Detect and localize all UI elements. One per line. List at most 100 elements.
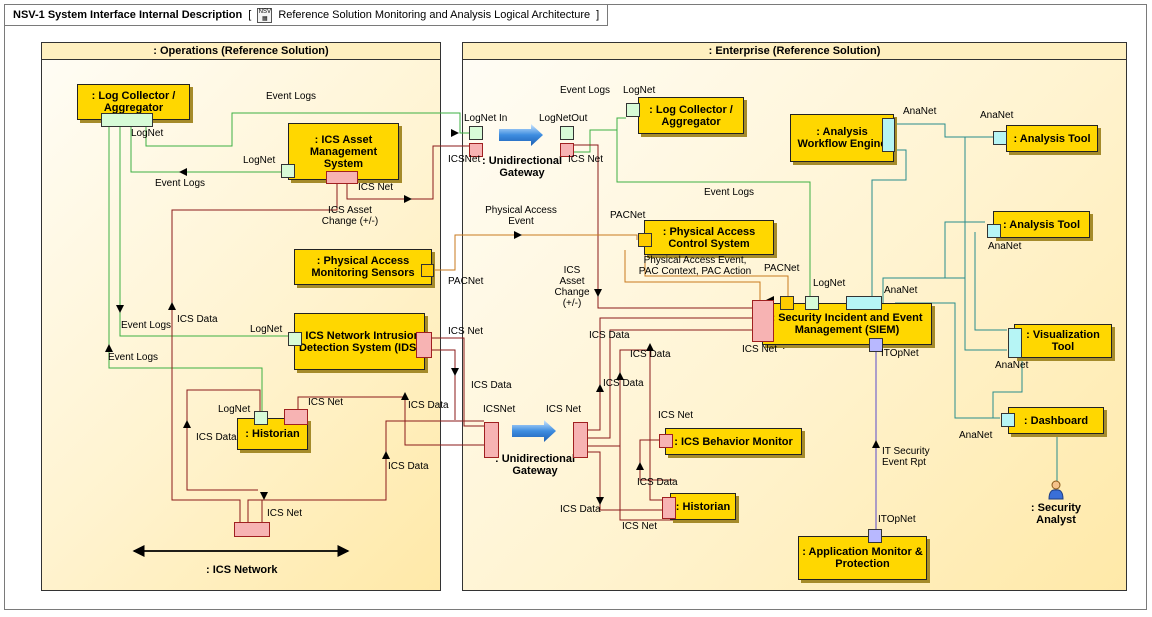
label-lognet-6: LogNet — [813, 278, 846, 289]
pam-sensors-block[interactable]: : Physical Access Monitoring Sensors — [294, 249, 432, 285]
label-lognet-3: LogNet — [250, 324, 283, 335]
label-ics-net-1: ICS Net — [358, 182, 394, 193]
label-pacnet-1: PACNet — [448, 276, 484, 287]
analysis-workflow-block[interactable]: : Analysis Workflow Engine — [790, 114, 894, 162]
siem-block[interactable]: : Security Incident and Event Management… — [762, 303, 932, 345]
label-itopnet-2: ITOpNet — [878, 514, 916, 525]
label-ics-net-4: ICS Net — [267, 508, 303, 519]
label-ananet-2: AnaNet — [980, 110, 1014, 121]
port-historian-ops-icsnet[interactable] — [284, 409, 308, 425]
log-collector-ent-block[interactable]: : Log Collector / Aggregator — [638, 97, 744, 134]
enterprise-pool-title: : Enterprise (Reference Solution) — [463, 43, 1126, 60]
port-dashboard-ananet[interactable] — [1001, 413, 1015, 427]
label-ics-data-5: ICS Data — [388, 461, 429, 472]
port-siem-itopnet[interactable] — [869, 338, 883, 352]
label-ananet-1: AnaNet — [903, 106, 937, 117]
label-ananet-3: AnaNet — [988, 241, 1022, 252]
label-ananet-6: AnaNet — [959, 430, 993, 441]
label-ics-net-8: ICS Net — [658, 410, 694, 421]
gateway-bottom-label[interactable]: : Unidirectional Gateway — [494, 453, 576, 477]
port-gw2-icsnet-out[interactable] — [573, 422, 588, 458]
port-asset-lognet[interactable] — [281, 164, 295, 178]
label-event-logs-2: Event Logs — [155, 178, 206, 189]
pac-wires — [435, 234, 789, 300]
port-workflow-ananet[interactable] — [882, 118, 895, 152]
analysis-tool-2-block[interactable]: : Analysis Tool — [993, 211, 1090, 238]
label-ics-net-3: ICS Net — [308, 397, 344, 408]
label-event-logs-3: Event Logs — [121, 320, 172, 331]
flow-arrowheads — [105, 129, 880, 505]
app-monitor-block[interactable]: : Application Monitor & Protection — [798, 536, 927, 580]
port-gw-lognet-in[interactable] — [469, 126, 483, 140]
label-ics-net-6: ICS Net — [742, 344, 778, 355]
port-tool1-ananet[interactable] — [993, 131, 1007, 145]
label-ics-data-4: ICS Data — [196, 432, 237, 443]
port-siem-lognet[interactable] — [805, 296, 819, 310]
label-ics-asset-change-2: ICS Asset Change (+/-) — [554, 265, 590, 309]
label-lognet-4: LogNet — [218, 404, 251, 415]
security-analyst-label[interactable]: : Security Analyst — [1030, 502, 1082, 526]
gateway-top-arrow-icon — [499, 124, 543, 146]
historian-ent-block[interactable]: : Historian — [670, 493, 736, 520]
bracket-open: [ — [248, 9, 252, 21]
label-lognet-in: LogNet In — [464, 113, 508, 124]
label-ananet-4: AnaNet — [884, 285, 918, 296]
dashboard-block[interactable]: : Dashboard — [1008, 407, 1104, 434]
label-event-logs-6: Event Logs — [704, 187, 755, 198]
analysis-tool-1-block[interactable]: : Analysis Tool — [1006, 125, 1098, 152]
port-pac-pacnet[interactable] — [638, 233, 652, 247]
gateway-bottom-arrow-icon — [512, 420, 556, 442]
label-ics-net-2: ICS Net — [448, 326, 484, 337]
port-siem-pacnet[interactable] — [780, 296, 794, 310]
port-siem-ananet[interactable] — [846, 296, 882, 310]
port-siem-icsnet[interactable] — [752, 300, 774, 342]
ics-ids-block[interactable]: : ICS Network Intrusion Detection System… — [294, 313, 425, 370]
port-ids-lognet[interactable] — [288, 332, 302, 346]
port-pam-pacnet[interactable] — [421, 264, 434, 277]
port-historian-ops-lognet[interactable] — [254, 411, 268, 425]
label-ics-net-9: ICS Net — [622, 521, 658, 532]
port-appmon-itopnet[interactable] — [868, 529, 882, 543]
visualization-block[interactable]: : Visualization Tool — [1014, 324, 1112, 358]
diagram-tab[interactable]: NSV-1 System Interface Internal Descript… — [4, 4, 609, 26]
port-visualization-ananet[interactable] — [1008, 328, 1022, 358]
port-historian-ent-icsnet[interactable] — [662, 497, 676, 519]
port-ics-network[interactable] — [234, 522, 270, 537]
label-event-logs-5: Event Logs — [560, 85, 611, 96]
port-tool2-ananet[interactable] — [987, 224, 1001, 238]
label-ics-data-3: ICS Data — [408, 400, 449, 411]
port-ids-icsnet[interactable] — [416, 332, 432, 358]
label-ics-data-1: ICS Data — [177, 314, 218, 325]
ics-wires — [171, 144, 752, 522]
diagram-subtitle: Reference Solution Monitoring and Analys… — [278, 9, 591, 21]
port-gw-lognet-out[interactable] — [560, 126, 574, 140]
label-ics-data-2: ICS Data — [471, 380, 512, 391]
operations-pool-title: : Operations (Reference Solution) — [42, 43, 440, 60]
label-lognet-5: LogNet — [623, 85, 656, 96]
port-behavior-icsnet[interactable] — [659, 434, 673, 448]
port-logcollector-ent[interactable] — [626, 103, 640, 117]
label-lognet-1: LogNet — [131, 128, 164, 139]
label-ics-net-5: ICS Net — [568, 154, 604, 165]
label-pacnet-3: PACNet — [764, 263, 800, 274]
pac-system-block[interactable]: : Physical Access Control System — [644, 220, 774, 255]
security-analyst-icon — [1048, 480, 1064, 500]
port-asset-icsnet[interactable] — [326, 171, 358, 184]
label-pacnet-2: PACNet — [610, 210, 646, 221]
port-gw-icsnet-out[interactable] — [560, 143, 574, 157]
label-ananet-5: AnaNet — [995, 360, 1029, 371]
ics-asset-mgmt-block[interactable]: : ICS Asset Management System — [288, 123, 399, 180]
ics-behavior-block[interactable]: : ICS Behavior Monitor — [665, 428, 802, 455]
gateway-top-label[interactable]: : Unidirectional Gateway — [481, 155, 563, 179]
label-physical-access-event: Physical Access Event — [485, 205, 557, 227]
label-ics-data-7: ICS Data — [630, 349, 671, 360]
label-ics-data-9: ICS Data — [637, 477, 678, 488]
label-ics-net-7: ICS Net — [546, 404, 582, 415]
ics-network-label[interactable]: : ICS Network — [206, 564, 278, 576]
label-ics-data-8: ICS Data — [603, 378, 644, 389]
port-gw-icsnet-in[interactable] — [469, 143, 483, 157]
port-logcollector-ops[interactable] — [101, 113, 153, 127]
diagram-title: NSV-1 System Interface Internal Descript… — [13, 9, 243, 21]
port-gw2-icsnet-in[interactable] — [484, 422, 499, 458]
